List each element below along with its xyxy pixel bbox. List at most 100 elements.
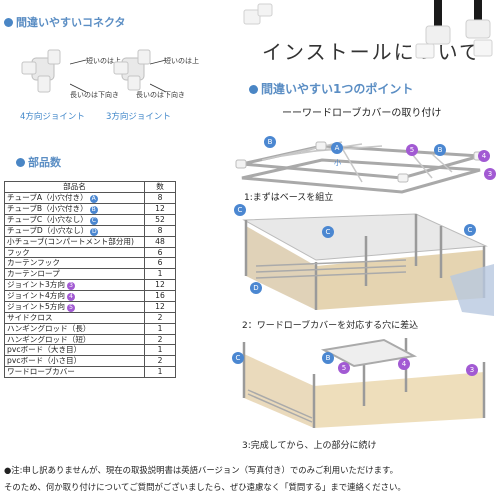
- part-name-cell: フック: [4, 246, 145, 259]
- part-name-cell: ハンギングロッド（短）: [4, 333, 145, 346]
- table-row: ワードローブカバー 1: [4, 365, 176, 378]
- part-name-cell: pvcボード（小さ目）: [4, 355, 145, 367]
- part-name: フック: [7, 247, 30, 257]
- badge-4-icon-2: 4: [398, 358, 410, 370]
- badge-c-icon-4: C: [232, 352, 244, 364]
- part-qty-cell: 6: [144, 257, 176, 270]
- step2-label: 2：ワードローブカバーを対応する穴に差込: [240, 318, 421, 331]
- table-row: ハンギングロッド（長） 1: [4, 322, 176, 335]
- part-qty-cell: 48: [144, 235, 176, 248]
- badge-c-icon-2: C: [322, 226, 334, 238]
- table-row: 小チューブ(コンパートメント部分用) 48: [4, 235, 176, 248]
- part-badge-icon: D: [90, 227, 99, 236]
- connector-photo: [415, 0, 493, 59]
- three-way-joint-name: 3方向ジョイント: [106, 112, 171, 122]
- part-name-cell: カーテンロープ: [4, 268, 145, 280]
- table-row: フック 6: [4, 246, 176, 259]
- part-badge-icon: B: [89, 205, 98, 214]
- part-name: ジョイント4方向: [7, 290, 65, 300]
- part-qty-cell: 12: [144, 300, 176, 313]
- part-qty-cell: 6: [144, 246, 176, 259]
- pointer-lines-4way: [70, 59, 87, 93]
- part-qty-cell: 2: [144, 355, 176, 367]
- part-qty-cell: 2: [144, 311, 176, 324]
- small-label: 小: [334, 159, 341, 167]
- part-badge-icon: 3: [67, 281, 75, 290]
- table-row: カーテンフック 6: [4, 257, 176, 270]
- badge-c-icon-3: C: [464, 224, 476, 236]
- part-qty-cell: 2: [144, 333, 176, 346]
- part-name: カーテンフック: [7, 258, 60, 268]
- part-name: 小チューブ(コンパートメント部分用): [7, 236, 134, 246]
- table-row: チューブD（小穴なし）D 8: [4, 224, 176, 237]
- badge-c-icon: C: [234, 204, 246, 216]
- table-row: サイドクロス 2: [4, 311, 176, 324]
- four-way-joint-icon: [21, 49, 61, 93]
- header-part-name: 部品名: [4, 181, 145, 193]
- part-qty-cell: 8: [144, 224, 176, 237]
- part-badge-icon: 4: [67, 292, 75, 301]
- table-row: pvcボード（大き目） 1: [4, 344, 176, 357]
- bullet-icon: [16, 158, 25, 167]
- part-name: ハンギングロッド（長）: [7, 323, 91, 333]
- badge-a-icon: A: [331, 142, 343, 154]
- three-way-short-label: 短いのは上: [164, 57, 199, 65]
- part-name-cell: チューブA（小穴付き）A: [4, 191, 145, 204]
- part-name: pvcボード（大き目）: [7, 345, 82, 355]
- part-name: チューブB（小穴付き）: [7, 203, 88, 213]
- part-qty-cell: 1: [144, 344, 176, 357]
- part-name-cell: pvcボード（大き目）: [4, 344, 145, 357]
- part-name-cell: カーテンフック: [4, 257, 145, 270]
- point-title: 間違いやすい1つのポイント: [249, 80, 413, 97]
- part-qty-cell: 12: [144, 278, 176, 291]
- part-name: ジョイント3方向: [7, 279, 65, 289]
- bullet-icon: [249, 85, 258, 94]
- table-row: pvcボード（小さ目） 2: [4, 355, 176, 367]
- table-row: ハンギングロッド（短） 2: [4, 333, 176, 346]
- part-qty-cell: 1: [144, 322, 176, 335]
- badge-3-icon: 3: [484, 168, 496, 180]
- note-line-2: そのため、何か取り付けについてご質問がございましたら、ぜひ遠慮なく「質問する」ま…: [4, 482, 406, 492]
- part-name: サイドクロス: [7, 312, 53, 322]
- part-qty-cell: 12: [144, 202, 176, 215]
- part-qty-cell: 8: [144, 191, 176, 204]
- part-name: ハンギングロッド（短）: [7, 334, 91, 344]
- parts-table-header: 部品名 数: [4, 181, 176, 193]
- parts-section-title: 部品数: [16, 154, 61, 170]
- part-name: カーテンロープ: [7, 269, 60, 279]
- four-way-joint-name: 4方向ジョイント: [20, 112, 85, 122]
- badge-5-icon: 5: [406, 144, 418, 156]
- part-name-cell: サイドクロス: [4, 311, 145, 324]
- part-qty-cell: 1: [144, 365, 176, 378]
- badge-b-icon-2: B: [434, 144, 446, 156]
- part-name: pvcボード（小さ目）: [7, 356, 82, 366]
- badge-b-icon-3: B: [322, 352, 334, 364]
- note-line-1: ●注:申し訳ありませんが、現在の取扱説明書は英語バージョン（写真付き）でのみご利…: [4, 465, 398, 475]
- badge-5-icon-2: 5: [338, 362, 350, 374]
- part-qty-cell: 52: [144, 213, 176, 226]
- table-row: カーテンロープ 1: [4, 268, 176, 280]
- part-qty-cell: 16: [144, 289, 176, 302]
- part-badge-icon: 5: [67, 303, 75, 312]
- step3-illustration: [242, 338, 486, 428]
- install-subtitle: ーーワードローブカバーの取り付け: [282, 108, 442, 119]
- three-way-joint-icon: [113, 49, 151, 91]
- connector-photo-small: [243, 3, 273, 25]
- step3-label: 3:完成してから、上の部分に続け: [240, 438, 379, 451]
- part-name: チューブD（小穴なし）: [7, 225, 89, 235]
- three-way-long-label: 長いのは下向き: [136, 91, 185, 99]
- part-qty-cell: 1: [144, 268, 176, 280]
- badge-d-icon: D: [250, 282, 262, 294]
- part-name: ワードローブカバー: [7, 366, 75, 376]
- part-name-cell: ハンギングロッド（長）: [4, 322, 145, 335]
- four-way-short-label: 短いのは上: [86, 57, 121, 65]
- table-row: チューブB（小穴付き）B 12: [4, 202, 176, 215]
